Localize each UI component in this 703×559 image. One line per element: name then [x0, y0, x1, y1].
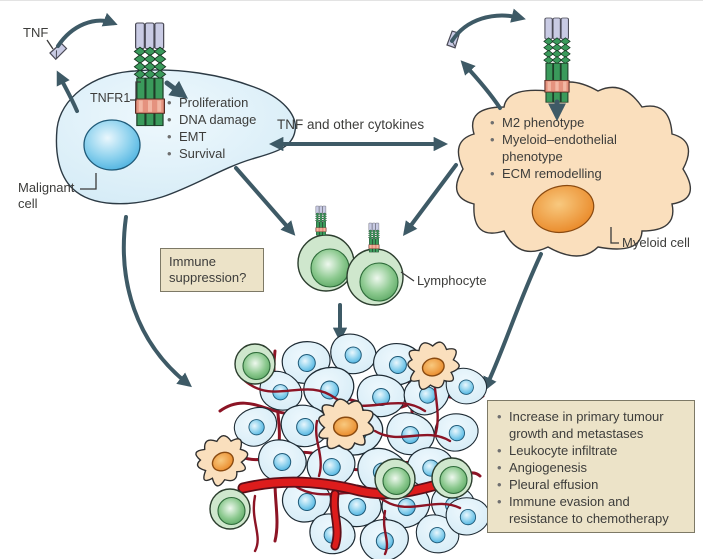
list-item: DNA damage — [166, 111, 284, 128]
list-item: Angiogenesis — [496, 459, 685, 476]
tnfr1-receptor-icon — [133, 22, 167, 127]
arrow-cell-secretes-tnf-right — [460, 60, 502, 110]
arrow-tnf-to-receptor-left — [56, 12, 118, 48]
blood-vessel-overlay — [243, 354, 462, 556]
list-item: Proliferation — [166, 94, 284, 111]
list-item: Leukocyte infiltrate — [496, 442, 685, 459]
arrow-malignant-to-tumour — [121, 215, 192, 388]
tumour-outcomes-list: Increase in primary tumour growth and me… — [496, 408, 685, 527]
lymphocyte-label: Lymphocyte — [417, 273, 487, 288]
myeloid-nucleus — [531, 184, 595, 234]
list-item: M2 phenotype — [489, 114, 641, 131]
arrow-tnf-to-receptor-right — [450, 8, 526, 43]
lymphocyte-1 — [297, 234, 355, 292]
lymphocyte-label-connector — [400, 271, 415, 282]
tumour-outcomes-box: Increase in primary tumour growth and me… — [487, 400, 695, 533]
arrow-receptor-to-effects-left — [164, 80, 189, 99]
list-item: Survival — [166, 145, 284, 162]
list-item: EMT — [166, 128, 284, 145]
malignant-effects-list: Proliferation DNA damage EMT Survival — [166, 94, 284, 162]
arrow-myeloid-to-tumour — [483, 252, 543, 392]
lymphocyte-receptor-icon-2 — [368, 222, 380, 253]
immune-suppression-box: Immune suppression? — [160, 248, 264, 292]
tnfr1-label: TNFR1 — [90, 91, 131, 105]
list-item: Increase in primary tumour growth and me… — [496, 408, 685, 442]
malignant-cell-label: Malignant cell — [18, 180, 75, 212]
major-blood-vessel — [237, 473, 464, 551]
malignant-nucleus — [83, 119, 141, 171]
lymphocyte-receptor-icon-1 — [315, 205, 327, 236]
cytokines-label: TNF and other cytokines — [277, 117, 425, 132]
tnf-label-connector — [46, 39, 54, 50]
myeloid-cell-label: Myeloid cell — [622, 235, 690, 250]
arrow-myeloid-to-lymphocyte — [402, 163, 458, 237]
arrow-cell-secretes-tnf-left — [56, 70, 79, 113]
lymphocyte-2 — [346, 248, 404, 306]
tnf-label: TNF — [23, 25, 49, 40]
malignant-label-connector — [80, 173, 97, 190]
myeloid-label-connector — [610, 227, 619, 244]
myeloid-effects-list: M2 phenotype Myeloid–endothelial phenoty… — [489, 114, 641, 182]
tumour-mass — [191, 329, 491, 559]
list-item: Immune evasion and resistance to chemoth… — [496, 493, 685, 527]
myeloid-tnfr-receptor-icon — [543, 17, 571, 103]
tnfr1-label-connector — [130, 81, 141, 101]
list-item: Myeloid–endothelial phenotype — [489, 131, 641, 165]
list-item: Pleural effusion — [496, 476, 685, 493]
list-item: ECM remodelling — [489, 165, 641, 182]
arrow-malignant-to-lymphocyte — [234, 166, 296, 236]
